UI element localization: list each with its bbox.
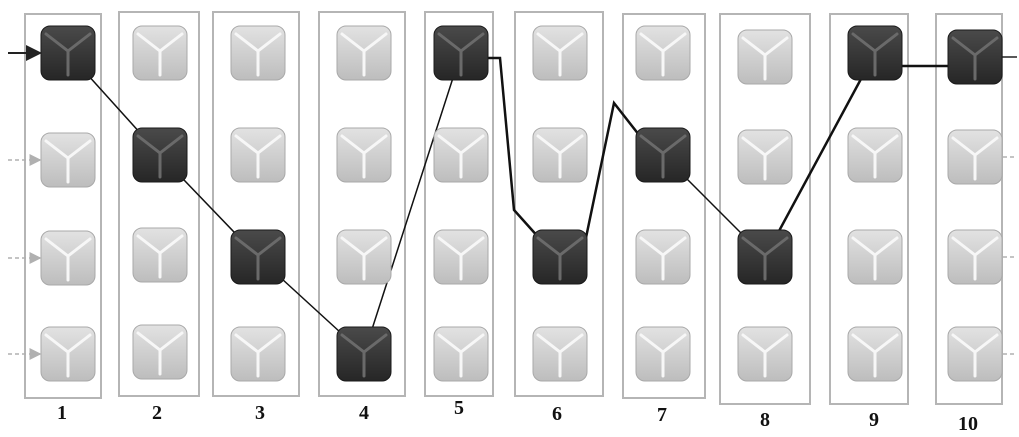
cube-icon (230, 25, 286, 81)
column-box-7 (622, 13, 706, 399)
cube-icon (230, 326, 286, 382)
cube-icon (433, 229, 489, 285)
cube-icon (336, 127, 392, 183)
cube-icon (40, 132, 96, 188)
column-label-9: 9 (869, 409, 879, 431)
cube-icon (737, 29, 793, 85)
cube-icon (847, 25, 903, 81)
cube-icon (532, 127, 588, 183)
cube-icon (532, 326, 588, 382)
cube-icon (132, 127, 188, 183)
column-box-5 (424, 11, 494, 397)
cube-icon (635, 127, 691, 183)
cube-icon (336, 25, 392, 81)
cube-icon (635, 326, 691, 382)
cube-icon (230, 229, 286, 285)
cube-icon (737, 129, 793, 185)
column-label-5: 5 (454, 397, 464, 419)
column-box-3 (212, 11, 300, 397)
cube-icon (635, 25, 691, 81)
cube-icon (433, 326, 489, 382)
cube-icon (532, 25, 588, 81)
path-segment (581, 100, 644, 253)
column-label-4: 4 (359, 402, 369, 424)
path-segment (763, 52, 877, 258)
cube-icon (40, 230, 96, 286)
column-box-1 (24, 13, 102, 399)
cube-icon (433, 25, 489, 81)
cube-icon (336, 326, 392, 382)
column-label-2: 2 (152, 402, 162, 424)
column-box-10 (935, 13, 1003, 405)
column-box-2 (118, 11, 200, 397)
cube-icon (947, 326, 1003, 382)
column-box-9 (829, 13, 909, 405)
cube-icon (433, 127, 489, 183)
cube-icon (947, 129, 1003, 185)
cube-icon (847, 127, 903, 183)
cube-icon (847, 229, 903, 285)
column-box-4 (318, 11, 406, 397)
cube-icon (336, 229, 392, 285)
cube-icon (40, 25, 96, 81)
path-segment (481, 56, 541, 240)
column-label-3: 3 (255, 402, 265, 424)
column-label-10: 10 (958, 413, 978, 435)
cube-icon (737, 229, 793, 285)
cube-icon (847, 326, 903, 382)
cube-icon (230, 127, 286, 183)
column-label-8: 8 (760, 409, 770, 431)
cube-icon (132, 25, 188, 81)
column-box-8 (719, 13, 811, 405)
cube-icon (947, 229, 1003, 285)
cube-icon (635, 229, 691, 285)
cube-icon (737, 326, 793, 382)
cube-icon (947, 29, 1003, 85)
cube-icon (532, 229, 588, 285)
cube-icon (132, 324, 188, 380)
cube-icon (40, 326, 96, 382)
column-label-6: 6 (552, 403, 562, 425)
column-label-1: 1 (57, 402, 67, 424)
cube-icon (132, 227, 188, 283)
column-label-7: 7 (657, 404, 667, 426)
column-box-6 (514, 11, 604, 397)
path-segment (363, 52, 462, 355)
